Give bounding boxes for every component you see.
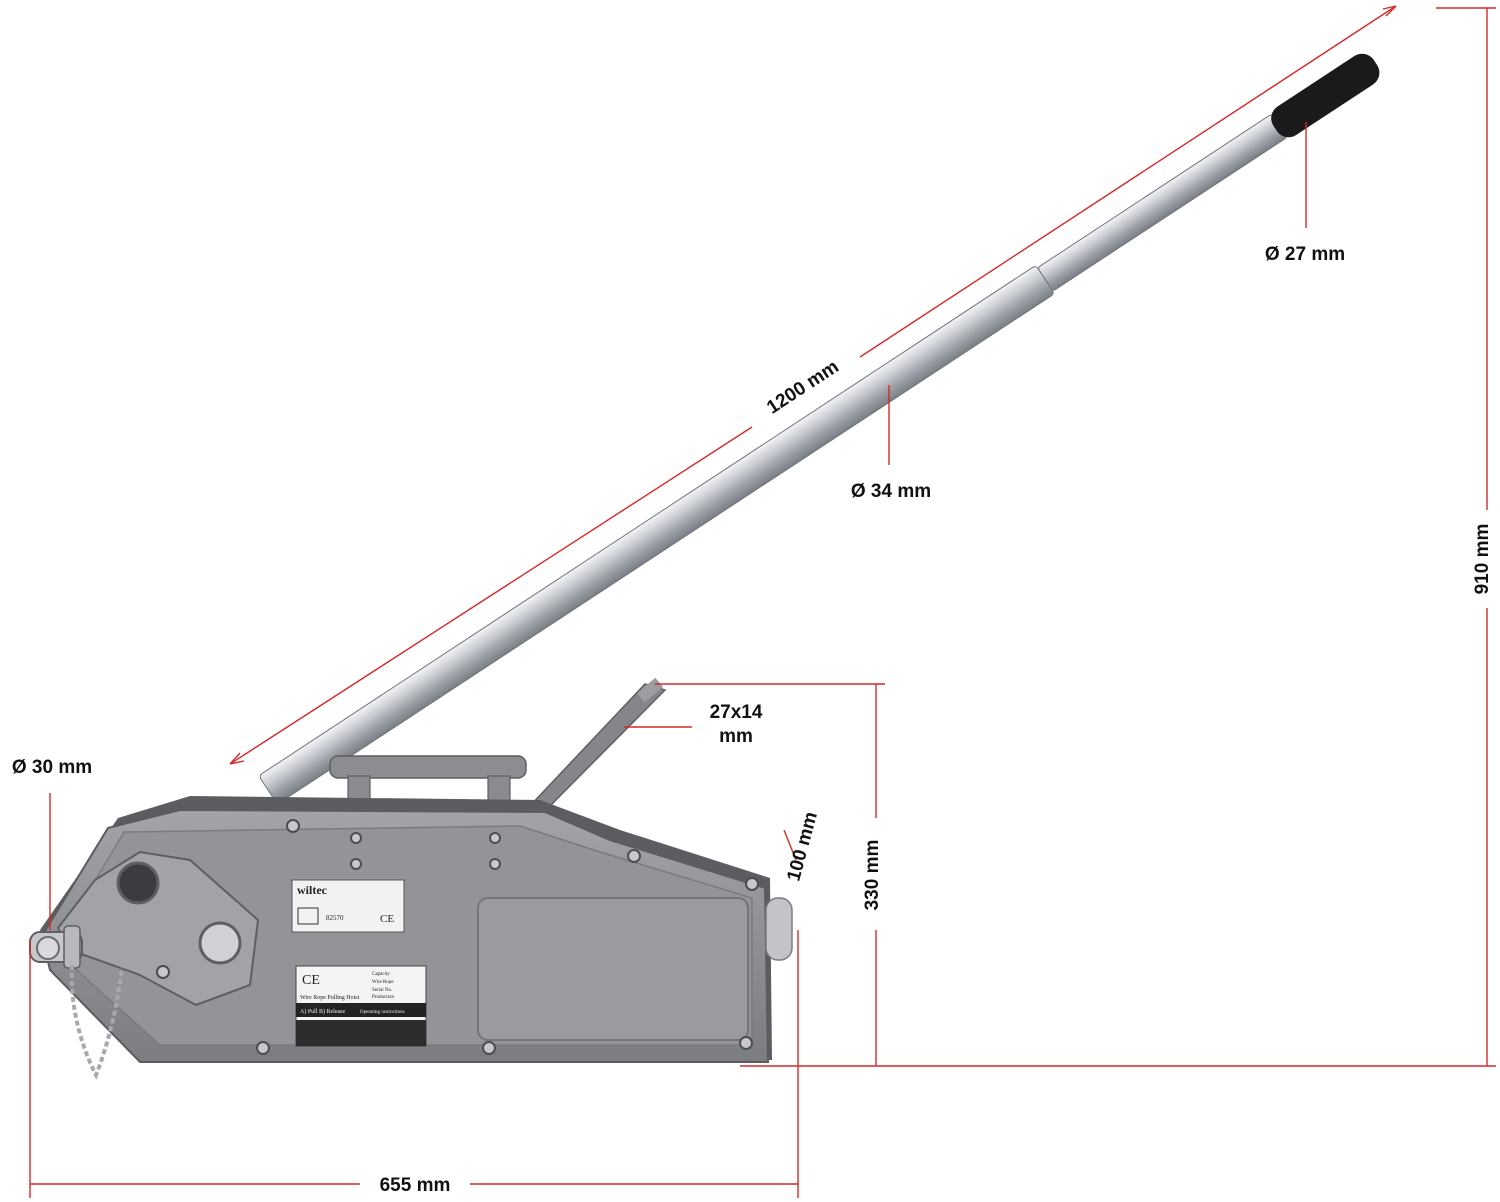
handle-base-diameter-label: Ø 34 mm (851, 481, 931, 502)
weight-icon (297, 907, 319, 925)
body-length-label: 655 mm (380, 1175, 451, 1196)
brand-plate: wiltec 82570 CE (291, 879, 405, 933)
nameplate-title: Wire Rope Pulling Hoist (300, 995, 360, 1001)
pivot-hole (116, 861, 160, 905)
dimension-lines (29, 5, 1496, 1198)
pivot-plate (56, 850, 260, 1007)
nameplate-wire-rope: Wire Rope (372, 980, 394, 985)
body-height-label: 330 mm (862, 840, 883, 911)
brand-logo: wiltec (297, 883, 328, 897)
nameplate-production: Production (372, 995, 394, 1000)
anchor-pin-diameter-label: Ø 30 mm (12, 757, 92, 778)
lever-section-label: 27x14 (710, 702, 763, 723)
hoist-body: wiltec 82570 CE CE Capacity Wire Rope Se… (40, 796, 793, 1063)
handle-grip[interactable] (1266, 48, 1385, 142)
release-lever[interactable] (526, 683, 667, 809)
rope-outlet (765, 897, 793, 961)
nameplate: CE Capacity Wire Rope Serial No. Product… (295, 965, 427, 1047)
nameplate-operating: Operating instructions (360, 1010, 405, 1015)
chain-icon (69, 964, 124, 1080)
rivets (156, 819, 759, 1055)
total-height-label: 910 mm (1472, 524, 1493, 595)
handle-pipe (259, 48, 1385, 804)
pivot-bolt (198, 921, 242, 965)
handle-tip-diameter-label: Ø 27 mm (1265, 244, 1345, 265)
anchor-pin[interactable] (29, 925, 83, 969)
lever-section-unit: mm (719, 726, 753, 747)
small-plate-article: 82570 (326, 914, 344, 922)
small-plate-ce: CE (380, 913, 394, 925)
nameplate-capacity: Capacity (372, 972, 390, 977)
rope-outlet-height-label: 100 mm (783, 810, 822, 884)
nameplate-pull-release: A) Pull B) Release (300, 1008, 345, 1015)
nameplate-ce: CE (302, 973, 320, 988)
nameplate-serial: Serial No. (372, 988, 392, 993)
